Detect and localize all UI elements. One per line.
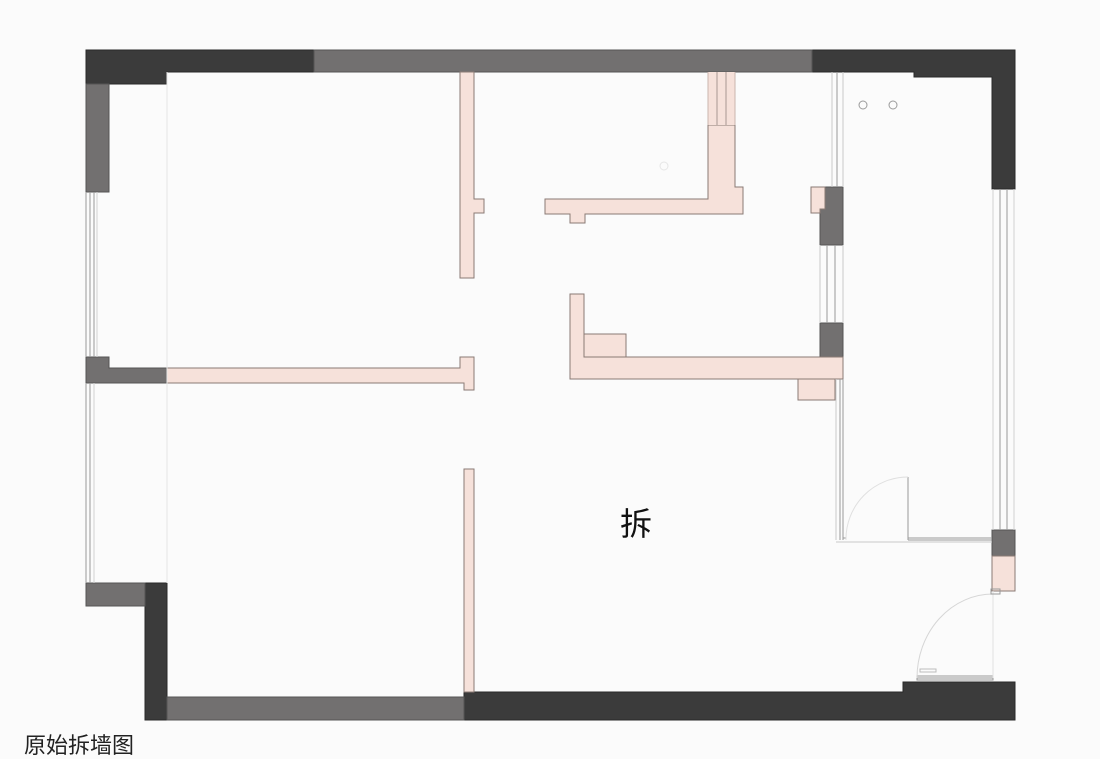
demolish-label: 拆 (620, 505, 652, 543)
pipe-icon (888, 100, 898, 110)
drain-icon (659, 161, 669, 171)
entry-door-arc (916, 593, 994, 679)
existing-walls (85, 49, 1016, 721)
bathroom-door-arc (845, 476, 909, 541)
plan-caption: 原始拆墙图 (24, 734, 135, 759)
windows (85, 72, 1015, 583)
load-bearing-walls (85, 49, 1016, 721)
demolish-walls (166, 71, 1016, 693)
fixtures (659, 100, 898, 171)
pipe-icon (858, 100, 868, 110)
doors (845, 476, 1001, 681)
